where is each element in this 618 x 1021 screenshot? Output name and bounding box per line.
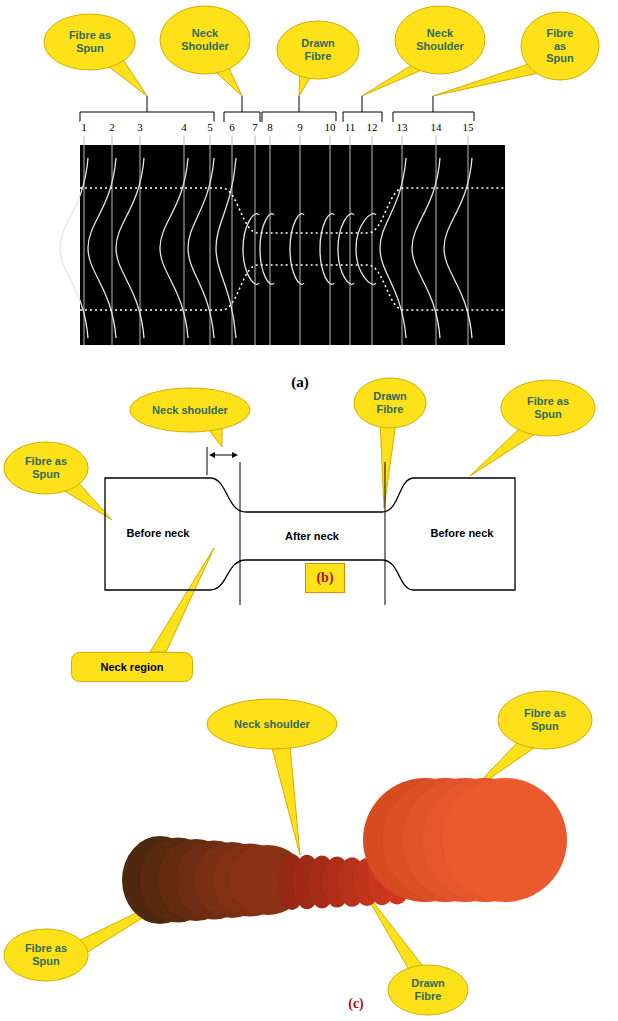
callout-shape <box>501 380 595 436</box>
callout-shape <box>277 21 359 79</box>
scale-number: 1 <box>80 121 88 133</box>
callout-shape <box>498 691 592 749</box>
callout-bubble: Fibre as Spun <box>500 379 596 437</box>
scale-number: 9 <box>296 121 304 133</box>
callout-bubble: Neck shoulder <box>129 387 251 433</box>
callout-text: Fibre as Spun <box>18 455 73 480</box>
callout-shape <box>160 6 250 74</box>
callout-text: Fibre as Spun <box>515 707 575 732</box>
scale-number: 6 <box>228 121 236 133</box>
callout-text: Fibre as Spun <box>60 29 120 54</box>
fibre-cross-sections <box>122 778 567 924</box>
profile-curve <box>116 158 144 338</box>
scale-number: 15 <box>462 121 475 133</box>
profile-curve <box>216 158 236 338</box>
profile-curve <box>290 214 304 285</box>
callout-shape <box>521 12 599 80</box>
callout-bubble: Neck shoulder <box>206 698 338 750</box>
callout-text: Neck Shoulder <box>178 27 233 52</box>
callout-shape <box>354 378 426 428</box>
callout-text: Neck region <box>101 661 164 674</box>
scale-number: 8 <box>266 121 274 133</box>
callout-bubble: Drawn Fibre <box>387 964 469 1016</box>
region-label: Before neck <box>431 527 494 539</box>
fibre-image <box>80 145 505 345</box>
grid-line <box>84 136 468 345</box>
profile-curve <box>356 214 376 285</box>
callout-shape <box>44 14 135 70</box>
callout-bubble: Drawn Fibre <box>353 377 427 429</box>
grid-line <box>330 136 331 345</box>
callout-shape <box>207 699 337 749</box>
profile-curve <box>160 158 188 338</box>
grid-line <box>372 136 373 345</box>
callout-text: Drawn Fibre <box>368 390 413 415</box>
callout-text: Drawn Fibre <box>403 977 453 1002</box>
panel-label: (c) <box>348 996 364 1012</box>
scale-number: 5 <box>206 121 214 133</box>
callout-text: Neck shoulder <box>234 718 310 731</box>
callout-bubble: Fibre as Spun <box>497 690 593 750</box>
callout-bubble: Fibre as Spun <box>3 441 89 495</box>
callout-text: Fibre as Spun <box>540 27 580 65</box>
profile-curve <box>243 214 259 285</box>
callout-box: Neck region <box>71 652 193 682</box>
callout-bubble: Neck Shoulder <box>394 5 486 75</box>
profile-curve <box>260 214 274 285</box>
scale-number: 7 <box>251 121 259 133</box>
region-label: After neck <box>285 530 339 542</box>
grid-line <box>270 136 271 345</box>
callout-bubble: Fibre as Spun <box>3 928 89 982</box>
scale-number: 13 <box>396 121 409 133</box>
scale-number: 4 <box>180 121 188 133</box>
profile-curve <box>412 158 440 338</box>
profile-curve <box>338 214 354 285</box>
profile-curve <box>444 158 472 338</box>
scale-number: 2 <box>108 121 116 133</box>
profile-curve <box>188 158 214 338</box>
panel-tag: (b) <box>305 563 345 593</box>
profile-curve <box>320 214 334 285</box>
callout-text: Neck shoulder <box>152 404 228 417</box>
grid-line <box>255 136 256 345</box>
scale-number: 11 <box>344 121 357 133</box>
neck-outline <box>80 188 505 310</box>
callout-bubble: Neck Shoulder <box>159 5 251 75</box>
grid-line <box>350 136 351 345</box>
scale-number: 12 <box>366 121 379 133</box>
callout-shape <box>306 564 345 593</box>
callout-tail <box>60 420 535 652</box>
region-label: Before neck <box>127 527 190 539</box>
scale-number: 3 <box>136 121 144 133</box>
profile-curve <box>380 158 406 338</box>
callout-text: Fibre as Spun <box>518 395 578 420</box>
scale-number: 14 <box>430 121 443 133</box>
callout-bubble: Drawn Fibre <box>276 20 360 80</box>
callout-text: Fibre as Spun <box>18 942 73 967</box>
callout-text: (b) <box>316 570 333 586</box>
callout-text: Drawn Fibre <box>296 37 341 62</box>
grid-line <box>300 136 301 345</box>
panel-label: (a) <box>291 374 309 391</box>
fibre-outline <box>105 447 515 605</box>
callout-shape <box>4 442 88 494</box>
cross-section <box>443 778 567 902</box>
callout-shape <box>130 388 250 432</box>
callout-bubble: Fibre as Spun <box>520 11 600 81</box>
profile-curve <box>60 158 88 338</box>
bracket <box>80 96 474 122</box>
callout-shape <box>395 6 485 74</box>
profile-curve <box>88 158 116 338</box>
scale-number: 10 <box>324 121 337 133</box>
callout-shape <box>388 965 468 1015</box>
callout-shape <box>4 929 88 981</box>
callout-shape <box>72 653 193 682</box>
callout-text: Neck Shoulder <box>413 27 468 52</box>
profile-curve <box>60 158 472 338</box>
callout-bubble: Fibre as Spun <box>43 13 136 71</box>
